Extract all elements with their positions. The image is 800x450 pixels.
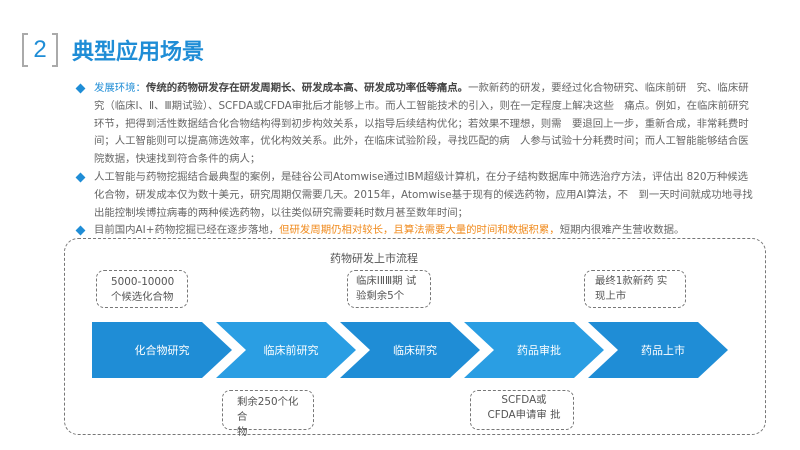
note-approval: SCFDA或 CFDA申请审 批 [470,390,574,430]
note-text: 剩余250个化 合 物 [237,396,299,438]
flow-title: 药物研发上市流程 [330,252,418,265]
bullet-lead: 发展环境： [94,82,146,94]
note-final-drug: 最终1款新药 实 现上市 [584,270,686,308]
bullet-text-before: 目前国内AI+药物挖掘已经在逐步落地， [94,224,280,237]
flow-diagram-frame [64,238,766,435]
right-bracket-icon [52,33,58,67]
note-candidate-compounds: 5000-10000 个候选化合物 [96,270,188,308]
step-drug-launch: 药品上市 [588,322,728,378]
step-label: 临床前研究 [263,344,319,357]
step-clinical-research: 临床研究 [340,322,480,378]
bullet-item-environment: 发展环境：传统的药物研发存在研发周期长、研发成本高、研发成功率低等痛点。一款新药… [74,80,754,169]
note-clinical-trials: 临床ⅠⅡⅢ期 试 验剩余5个 [347,270,431,308]
section-number: 2 [33,36,47,63]
diamond-bullet-icon [75,225,86,236]
step-label: 药品审批 [517,344,561,357]
step-label: 临床研究 [393,344,437,357]
step-drug-approval: 药品审批 [464,322,604,378]
page-title: 典型应用场景 [72,40,205,65]
step-label: 化合物研究 [134,344,190,357]
bullet-body-text: 人工智能与药物挖掘结合最典型的案例，是硅谷公司Atomwise通过IBM超级计算… [94,170,753,219]
left-bracket-icon [22,33,28,67]
bullet-item-case: 人工智能与药物挖掘结合最典型的案例，是硅谷公司Atomwise通过IBM超级计算… [74,169,754,222]
bullet-highlight-text: 但研发周期仍相对较长，且算法需要大量的时间和数据积累， [279,224,560,237]
bullet-text-after: 短期内很难产生营收数据。 [559,224,685,237]
bullet-strong-text: 传统的药物研发存在研发周期长、研发成本高、研发成功率低等痛点。 [145,82,469,94]
section-header: 2 典型应用场景 [22,30,204,70]
bullet-body-text: 一款新药的研发，要经过化合物研究、临床前研 究、临床研究（临床Ⅰ、Ⅱ、Ⅲ期试验）… [94,82,749,166]
step-compound-research: 化合物研究 [92,322,232,378]
note-remaining-compounds: 剩余250个化 合 物 [222,390,314,438]
note-text: 5000-10000 个候选化合物 [111,276,175,303]
flow-steps: 化合物研究 临床前研究 临床研究 药品审批 药品上市 [92,322,732,378]
diamond-bullet-icon [75,83,86,94]
step-preclinical-research: 临床前研究 [216,322,356,378]
bullet-item-status: 目前国内AI+药物挖掘已经在逐步落地，但研发周期仍相对较长，且算法需要大量的时间… [74,222,754,240]
step-label: 药品上市 [641,344,685,357]
note-text: 临床ⅠⅡⅢ期 试 验剩余5个 [356,275,417,302]
note-text: 最终1款新药 实 现上市 [595,275,668,302]
diamond-bullet-icon [75,172,86,183]
bullet-list: 发展环境：传统的药物研发存在研发周期长、研发成本高、研发成功率低等痛点。一款新药… [74,80,754,240]
section-number-box: 2 [22,33,58,67]
note-text: SCFDA或 CFDA申请审 批 [487,394,561,421]
